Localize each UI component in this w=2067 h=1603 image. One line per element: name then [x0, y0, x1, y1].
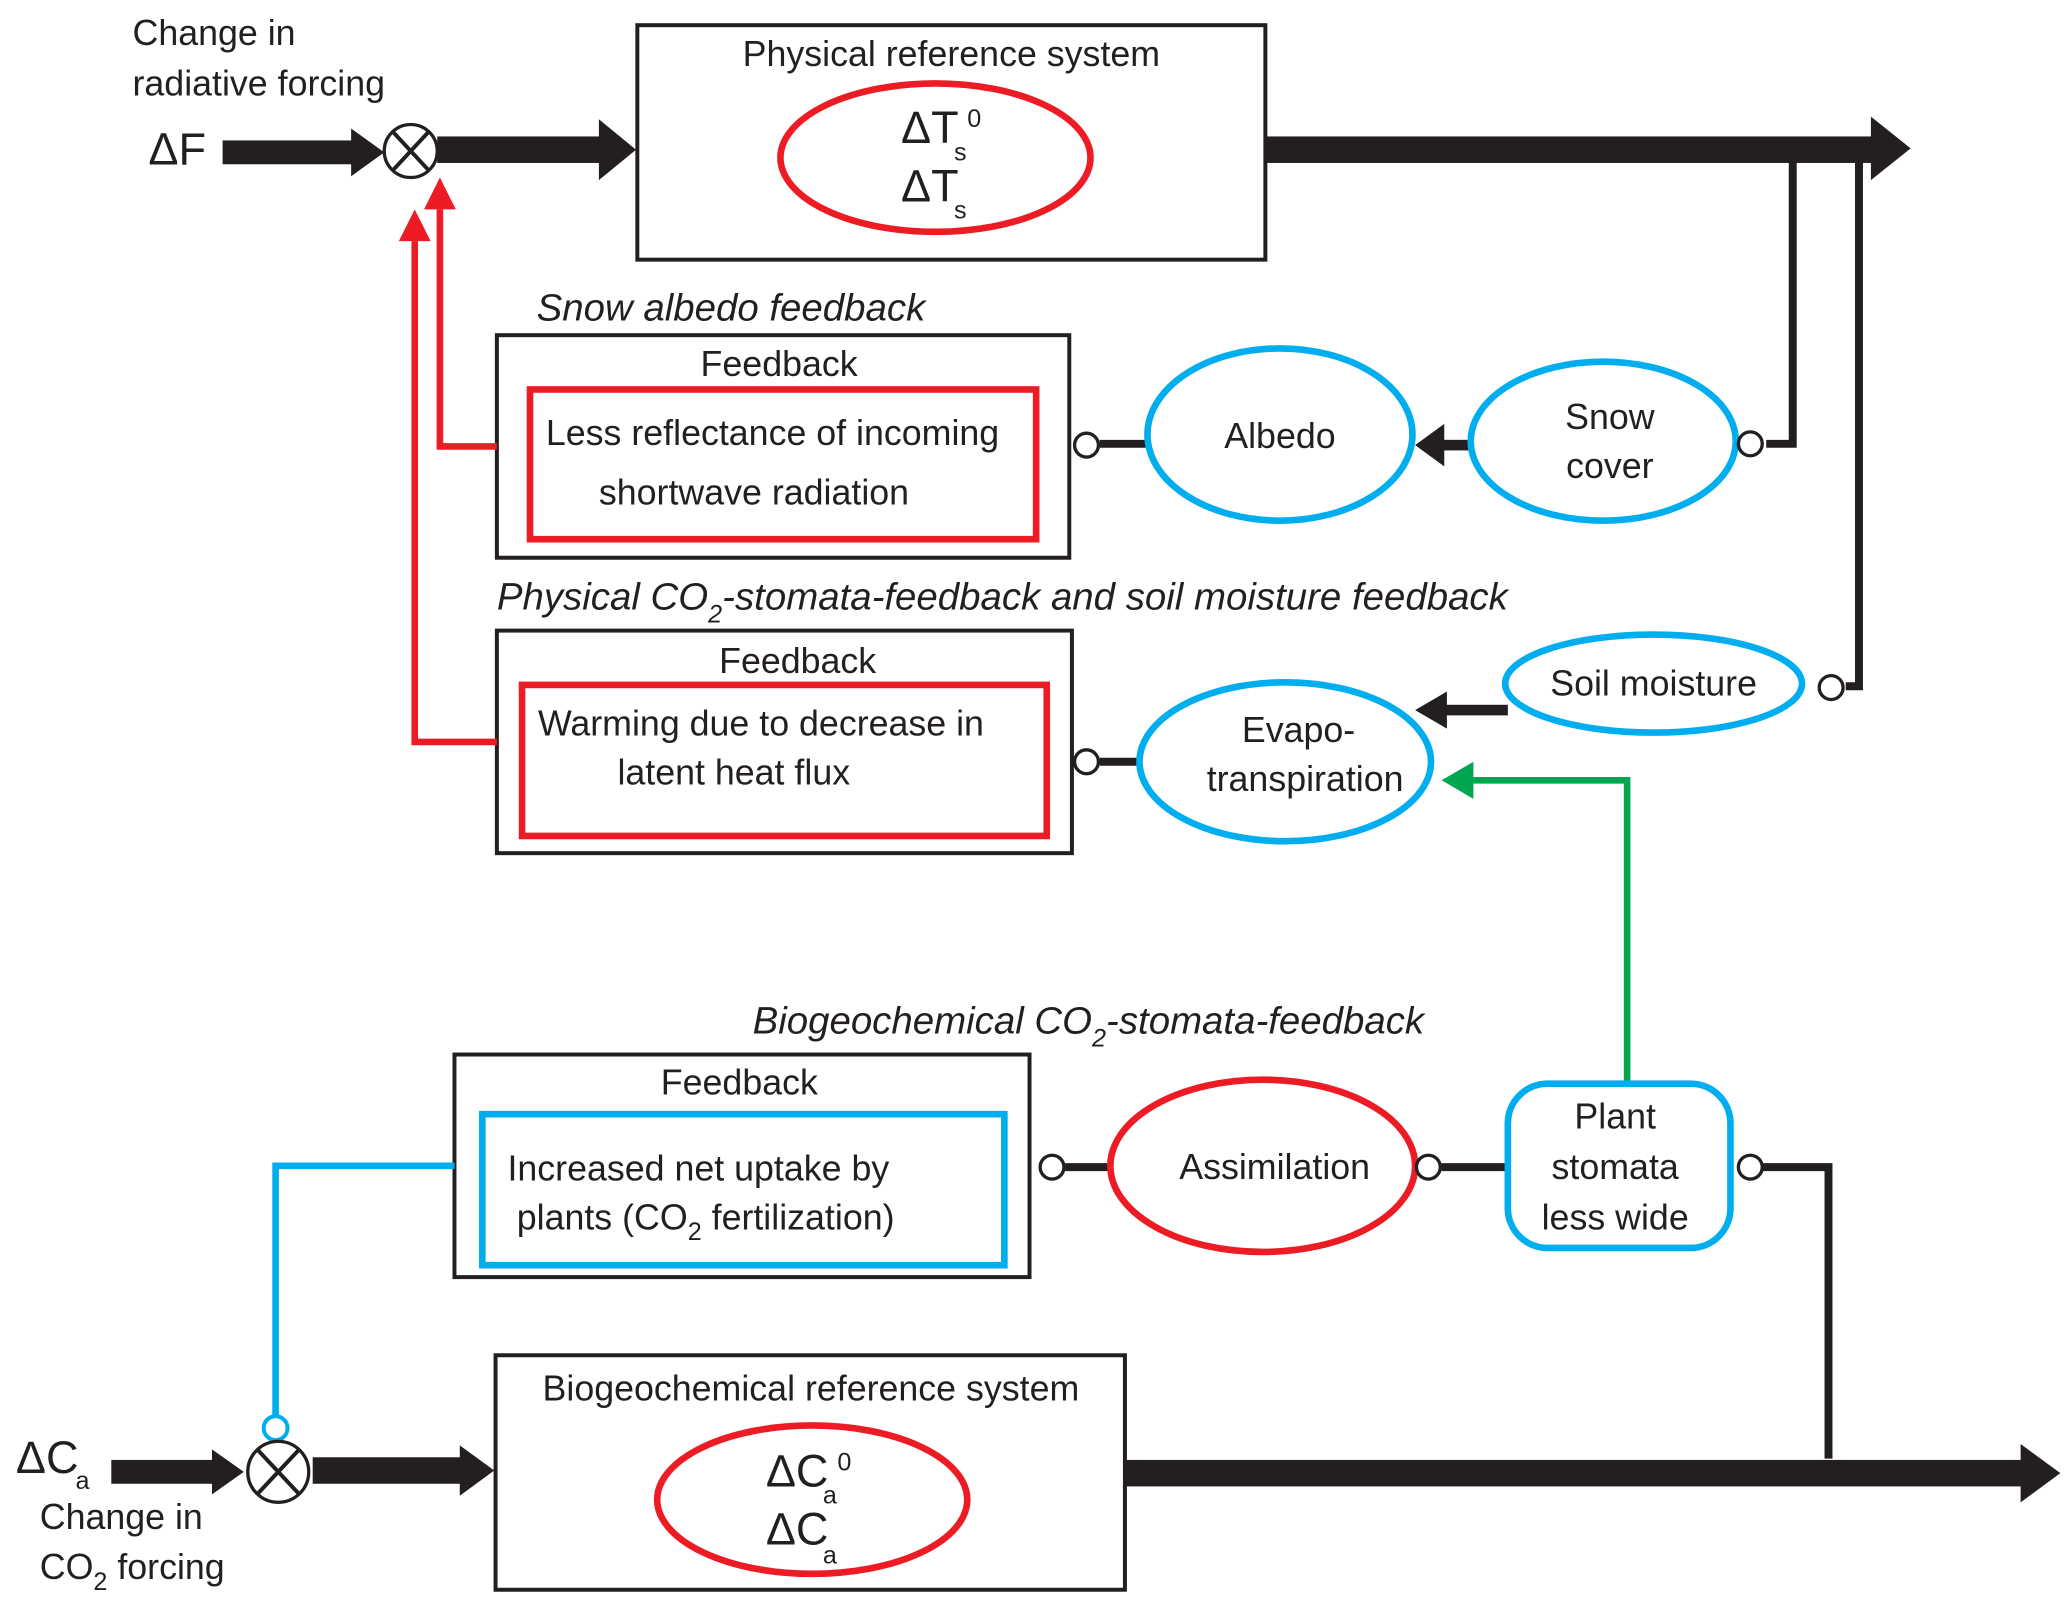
delta-f-symbol: ΔF — [148, 123, 206, 174]
albedo-label: Albedo — [1224, 416, 1335, 456]
delta-ca0-superscript: 0 — [837, 1449, 851, 1477]
snow-albedo-feedback-box: Feedback Less reflectance of incoming sh… — [494, 333, 1072, 560]
biogeochemical-reference-system-title: Biogeochemical reference system — [543, 1368, 1080, 1408]
delta-ts0-superscript: 0 — [967, 105, 981, 133]
snow-albedo-feedback-line — [424, 177, 497, 450]
co2-fertilization-line1: Increased net uptake by — [507, 1148, 889, 1188]
negative-link-dot-icon — [1038, 1153, 1066, 1181]
delta-ts-symbol: ΔT — [901, 160, 959, 211]
plant-stomata-label-line3: less wide — [1542, 1197, 1689, 1237]
radiative-forcing-label-line1: Change in — [133, 13, 296, 53]
co2-forcing-label-line1: Change in — [40, 1497, 203, 1537]
negative-link-dot-icon — [1736, 1153, 1764, 1181]
delta-ca-subscript: a — [76, 1467, 90, 1495]
snow-cover-label-line1: Snow — [1565, 397, 1655, 437]
physical-output-arrow — [1265, 116, 1911, 181]
branch-to-snow-cover — [1766, 158, 1797, 448]
arrow-to-biogeochemical-reference — [312, 1445, 495, 1496]
delta-ts0-subscript: s — [954, 138, 967, 166]
radiative-forcing-label-line2: radiative forcing — [133, 63, 386, 103]
physical-co2-feedback-box: Feedback Warming due to decrease in late… — [494, 628, 1074, 856]
delta-ca0-symbol: ΔC — [766, 1445, 829, 1496]
snow-albedo-effect-line1: Less reflectance of incoming — [546, 413, 999, 453]
summing-junction-co2-icon — [246, 1439, 311, 1504]
biogeochemical-reference-system-box: Biogeochemical reference system ΔC a 0 Δ… — [493, 1353, 1127, 1592]
evapotranspiration-label-line2: transpiration — [1207, 759, 1404, 799]
plant-stomata-label-line1: Plant — [1574, 1097, 1656, 1137]
assimilation-label: Assimilation — [1179, 1147, 1370, 1187]
co2-fertilization-effect-box — [478, 1110, 1008, 1269]
delta-ca0-subscript: a — [823, 1482, 837, 1510]
delta-f-arrow — [222, 128, 385, 177]
biogeochemical-output-branch — [1762, 1163, 1833, 1459]
negative-link-dot-icon — [1736, 430, 1764, 458]
snow-albedo-feedback-box-title: Feedback — [701, 344, 858, 384]
negative-link-dot-icon — [1072, 431, 1101, 459]
biogeochemical-co2-section-title: Biogeochemical CO2-stomata-feedback — [753, 999, 1426, 1052]
biogeochemical-feedback-box: Feedback Increased net uptake by plants … — [452, 1052, 1032, 1280]
negative-link-dot-icon — [1414, 1153, 1442, 1181]
delta-ca-state-symbol: ΔC — [766, 1504, 829, 1555]
blue-negative-link-dot-icon — [261, 1414, 290, 1443]
delta-ca-arrow — [111, 1449, 244, 1495]
summing-junction-radiative-icon — [382, 122, 439, 180]
snow-albedo-section-title: Snow albedo feedback — [537, 287, 927, 330]
physical-reference-state-ellipse — [777, 80, 1094, 236]
co2-fertilization-line2: plants (CO2 fertilization) — [517, 1197, 895, 1246]
biogeochemical-reference-state-ellipse — [653, 1422, 971, 1578]
physical-co2-effect-line1: Warming due to decrease in — [538, 703, 984, 743]
evapotranspiration-label-line1: Evapo- — [1242, 710, 1355, 750]
biogeochemical-output-arrow — [1124, 1444, 2061, 1503]
co2-fertilization-feedback-line — [272, 1162, 455, 1418]
negative-link-dot-icon — [1817, 673, 1845, 702]
physical-co2-effect-box — [518, 681, 1051, 840]
delta-ca-state-subscript: a — [823, 1541, 837, 1569]
physical-co2-feedback-line — [398, 209, 497, 746]
biogeochemical-feedback-box-title: Feedback — [661, 1062, 818, 1102]
physical-co2-effect-line2: latent heat flux — [617, 752, 850, 792]
plant-stomata-node: Plant stomata less wide — [1504, 1080, 1734, 1252]
stomata-to-evapo-arrow — [1441, 761, 1631, 1084]
physical-reference-system-title: Physical reference system — [743, 34, 1160, 74]
evapotranspiration-node: Evapo- transpiration — [1136, 678, 1435, 845]
snow-cover-node: Snow cover — [1467, 358, 1740, 524]
soil-to-evapo-arrow — [1415, 691, 1508, 729]
snow-albedo-effect-box — [526, 386, 1040, 543]
delta-ca-symbol: ΔC — [16, 1432, 79, 1483]
arrow-to-physical-reference — [437, 119, 636, 181]
albedo-node: Albedo — [1144, 345, 1416, 524]
soil-moisture-label: Soil moisture — [1550, 664, 1757, 704]
assimilation-node: Assimilation — [1107, 1076, 1419, 1256]
physical-reference-system-box: Physical reference system ΔT s 0 ΔT s — [635, 23, 1268, 262]
negative-link-dot-icon — [1072, 748, 1101, 776]
snow-to-albedo-arrow — [1415, 423, 1474, 467]
plant-stomata-label-line2: stomata — [1552, 1147, 1679, 1187]
co2-forcing-label-line2: CO2 forcing — [40, 1547, 225, 1596]
snow-cover-label-line2: cover — [1566, 446, 1654, 486]
delta-ts0-symbol: ΔT — [901, 102, 959, 153]
delta-ts-subscript: s — [954, 197, 967, 225]
snow-albedo-effect-line2: shortwave radiation — [599, 473, 909, 513]
soil-moisture-node: Soil moisture — [1501, 631, 1806, 736]
branch-to-soil-moisture — [1845, 158, 1863, 691]
physical-co2-section-title: Physical CO2-stomata-feedback and soil m… — [497, 575, 1510, 628]
physical-co2-feedback-box-title: Feedback — [719, 641, 876, 681]
